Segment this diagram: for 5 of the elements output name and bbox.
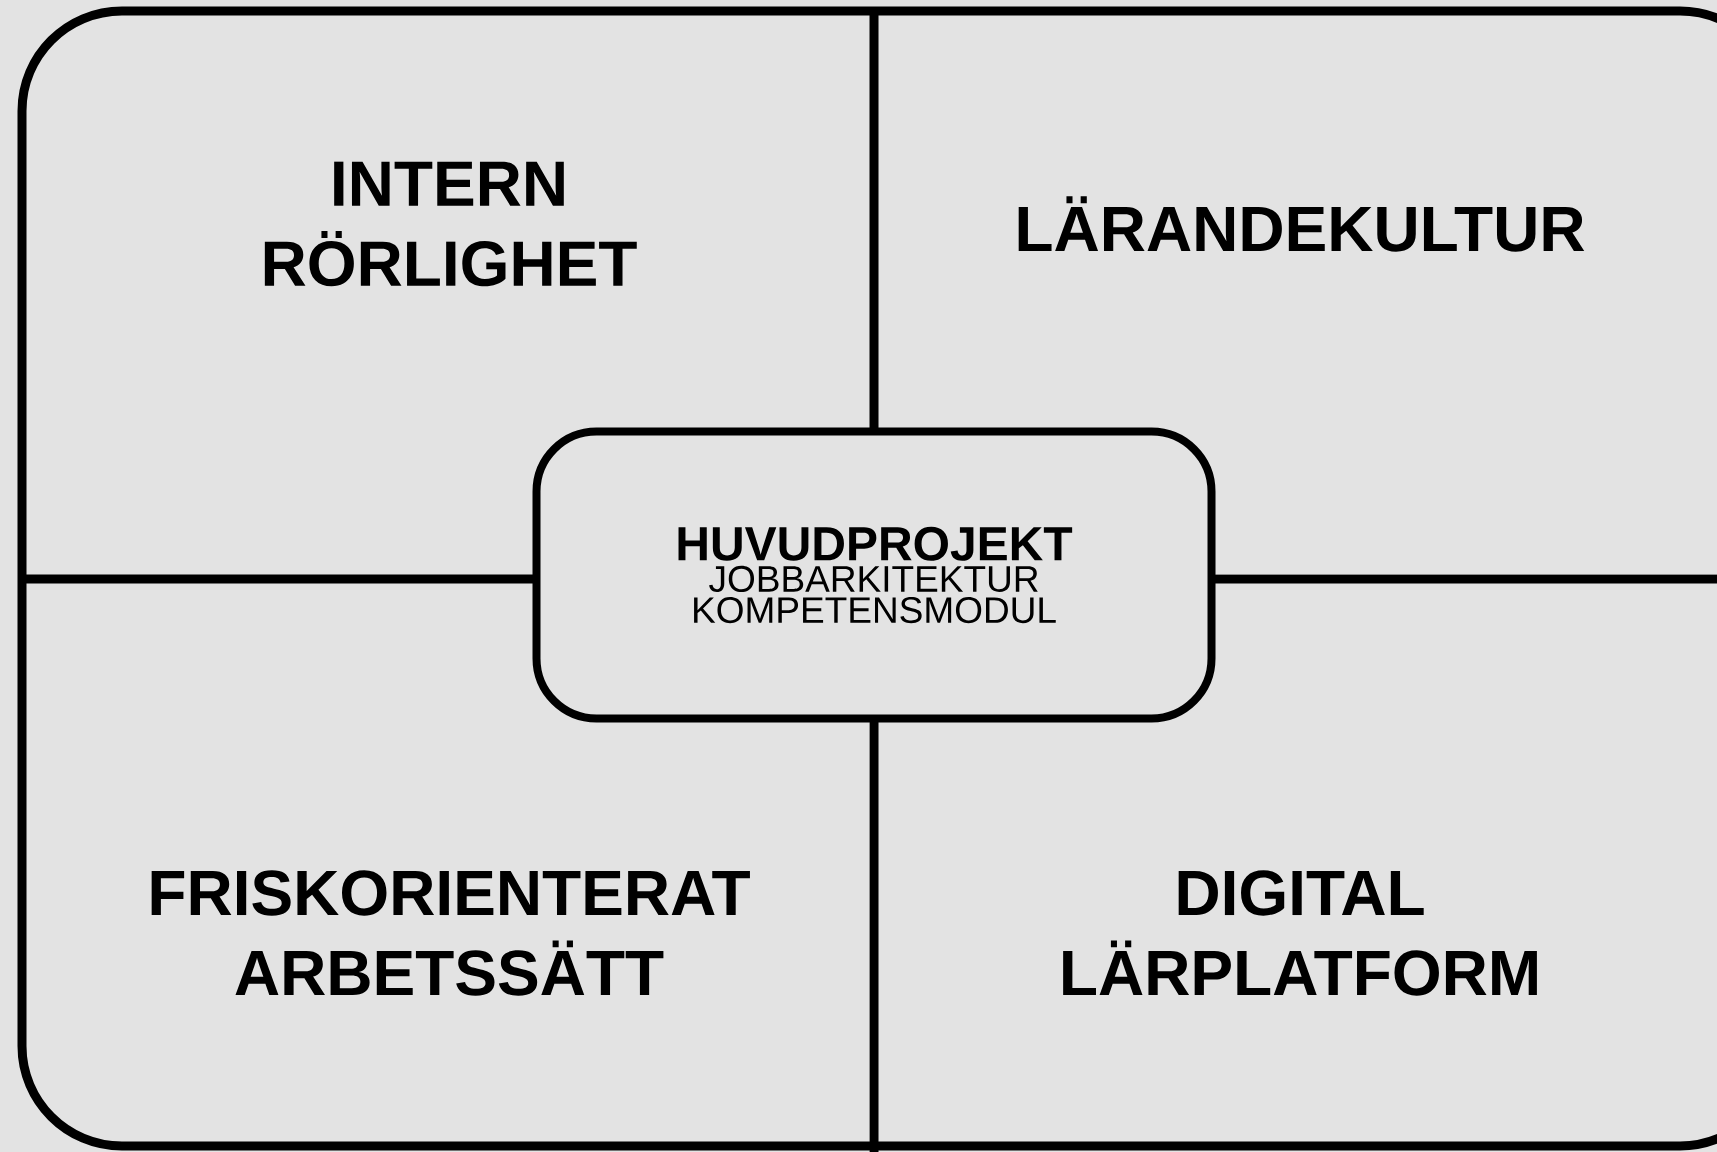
center-box: HUVUDPROJEKT JOBBARKITEKTUR KOMPETENSMODUL: [532, 427, 1216, 723]
quadrant-title: LÄRANDEKULTUR: [1018, 196, 1585, 252]
quadrant-title: DIGITAL LÄRPLATFORM: [1063, 870, 1537, 996]
quadrant-title: INTERN RÖRLIGHET: [264, 161, 637, 287]
quadrant-title: FRISKORIENTERAT ARBETSSÄTT: [151, 870, 750, 996]
